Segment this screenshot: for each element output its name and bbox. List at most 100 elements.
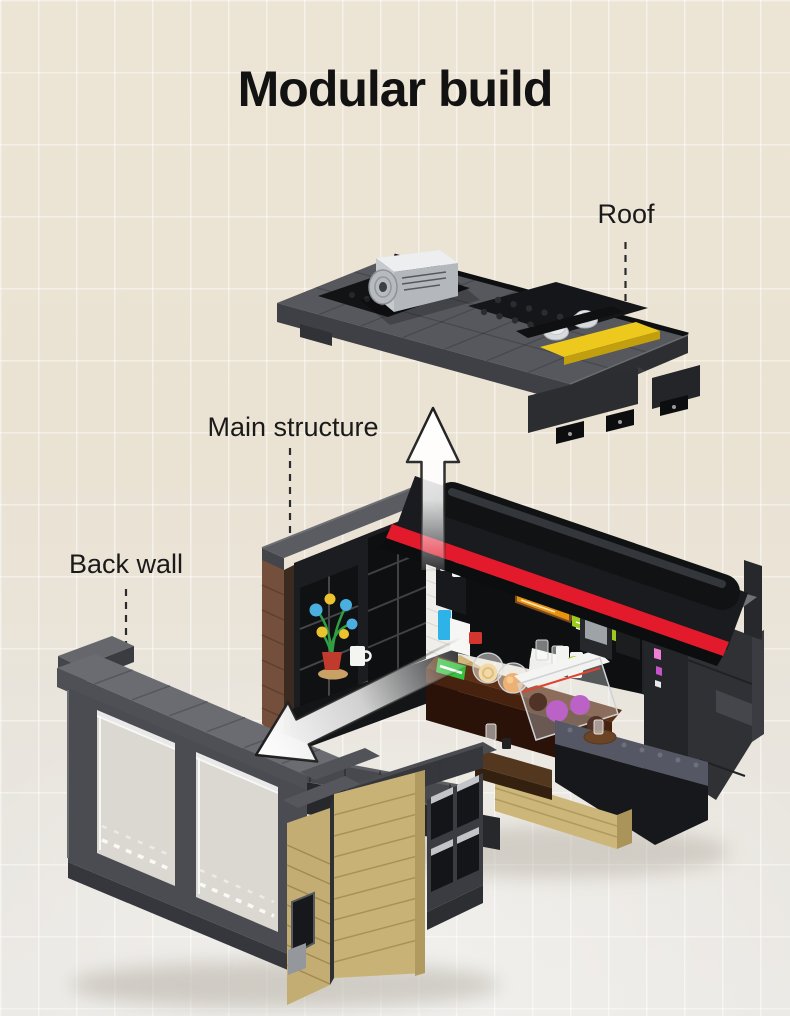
window-glass-dark	[457, 834, 479, 880]
window-top-highlight	[97, 710, 175, 750]
return-wall-windows	[427, 773, 483, 930]
pastry-highlight	[506, 676, 514, 684]
glass-cup	[485, 723, 497, 741]
arrow-down-left-icon	[254, 636, 476, 763]
window-top-highlight	[196, 752, 278, 794]
backwall-coping-front	[57, 668, 307, 795]
window-glass-dark	[457, 782, 479, 828]
hvac-fan-ring	[374, 276, 392, 298]
window-glass-dark	[431, 794, 453, 840]
window-stud-row	[199, 868, 275, 904]
red-label	[469, 632, 482, 644]
roof-black-bar	[516, 306, 624, 338]
hvac-fan-hole	[379, 282, 387, 292]
roof-pin	[618, 420, 622, 424]
awning-roll-highlight	[448, 488, 726, 588]
base-dark-bottom	[555, 744, 708, 845]
window-pane	[97, 715, 175, 886]
window-sill	[457, 827, 479, 844]
flower-blue	[340, 599, 352, 611]
white-mug	[350, 646, 365, 666]
window-pane	[196, 757, 278, 932]
label-roof: Roof	[597, 199, 655, 229]
awning-roll	[434, 482, 740, 610]
donut-brown	[529, 693, 547, 711]
pillar-outer-edge	[752, 630, 764, 742]
awning-red-stripe	[386, 524, 729, 656]
mug-handle	[360, 650, 372, 662]
khaki-front-panel	[495, 777, 617, 849]
pillar-right-face	[334, 770, 425, 978]
donut-purple	[546, 700, 568, 722]
page-title: Modular build	[237, 61, 554, 117]
label-back-wall: Back wall	[68, 549, 184, 579]
pillar-seam	[687, 659, 753, 685]
dark-cup	[502, 738, 511, 749]
pillar-step	[288, 943, 306, 975]
shop-window-2	[196, 752, 278, 932]
pink-sticker	[654, 648, 661, 660]
return-wall-bottom	[427, 885, 483, 930]
flower-yellow	[316, 626, 328, 638]
case-lid	[514, 650, 610, 688]
pillar-right-planks	[333, 790, 426, 963]
pastry-display-case	[514, 650, 619, 741]
flower-yellow	[339, 629, 349, 639]
corner-cap	[300, 748, 380, 780]
glass-dome	[472, 652, 504, 684]
street-furniture	[475, 719, 617, 800]
window-sill	[431, 787, 453, 804]
roof-yellow-trim	[540, 322, 660, 357]
pillar-small-window	[291, 891, 315, 957]
window-glass-dark	[431, 846, 453, 892]
label-main-structure: Main structure	[207, 412, 379, 442]
flower-yellow	[324, 593, 336, 605]
bench-top	[475, 748, 552, 788]
flower-bouquet	[309, 593, 358, 680]
coping-step-top	[58, 636, 134, 667]
purple-sticker	[656, 666, 662, 676]
flower-pot	[322, 652, 342, 670]
roof-pin	[672, 405, 676, 409]
roof-pin	[568, 432, 572, 436]
window-sill	[431, 839, 453, 856]
backwall-bottom-edge	[68, 862, 307, 978]
bench-front	[475, 766, 552, 800]
wood-column	[262, 560, 284, 742]
flower-blue	[309, 603, 323, 617]
cap-highlight	[261, 486, 416, 549]
main-structure-piece	[241, 476, 764, 850]
shop-window-1	[97, 710, 175, 886]
khaki-end-face	[617, 809, 632, 849]
blue-cup	[438, 610, 451, 640]
pillar-notch	[716, 690, 752, 726]
pillar-seam	[330, 794, 334, 985]
roof-plate-side-left	[277, 303, 570, 403]
roof-yellow-trim-edge	[564, 331, 660, 365]
flower-table	[318, 668, 348, 680]
donut-purple	[570, 695, 590, 715]
pillar-cap	[283, 776, 360, 808]
arrow-up-icon	[405, 406, 461, 572]
window-sill	[457, 775, 479, 792]
roof-underbox-a	[528, 367, 638, 433]
corner-pillar	[283, 770, 426, 1005]
awning	[380, 476, 748, 666]
case-red-line	[521, 667, 601, 693]
white-sticker	[655, 680, 661, 688]
window-stud-row	[199, 882, 275, 918]
flower-stems	[317, 605, 351, 656]
glass-cup	[593, 719, 604, 735]
roof-edge-highlight	[569, 334, 689, 385]
wood-column-edge	[284, 565, 294, 742]
counter-band	[426, 668, 612, 736]
white-box	[530, 648, 562, 668]
hvac-unit	[360, 250, 480, 325]
awning-lip	[380, 538, 723, 666]
flower-blue	[346, 618, 358, 630]
wood-plank-lines	[261, 584, 285, 719]
pillar-edge-shade	[415, 770, 425, 976]
roof-piece	[277, 250, 700, 444]
rear-fin	[744, 560, 762, 640]
